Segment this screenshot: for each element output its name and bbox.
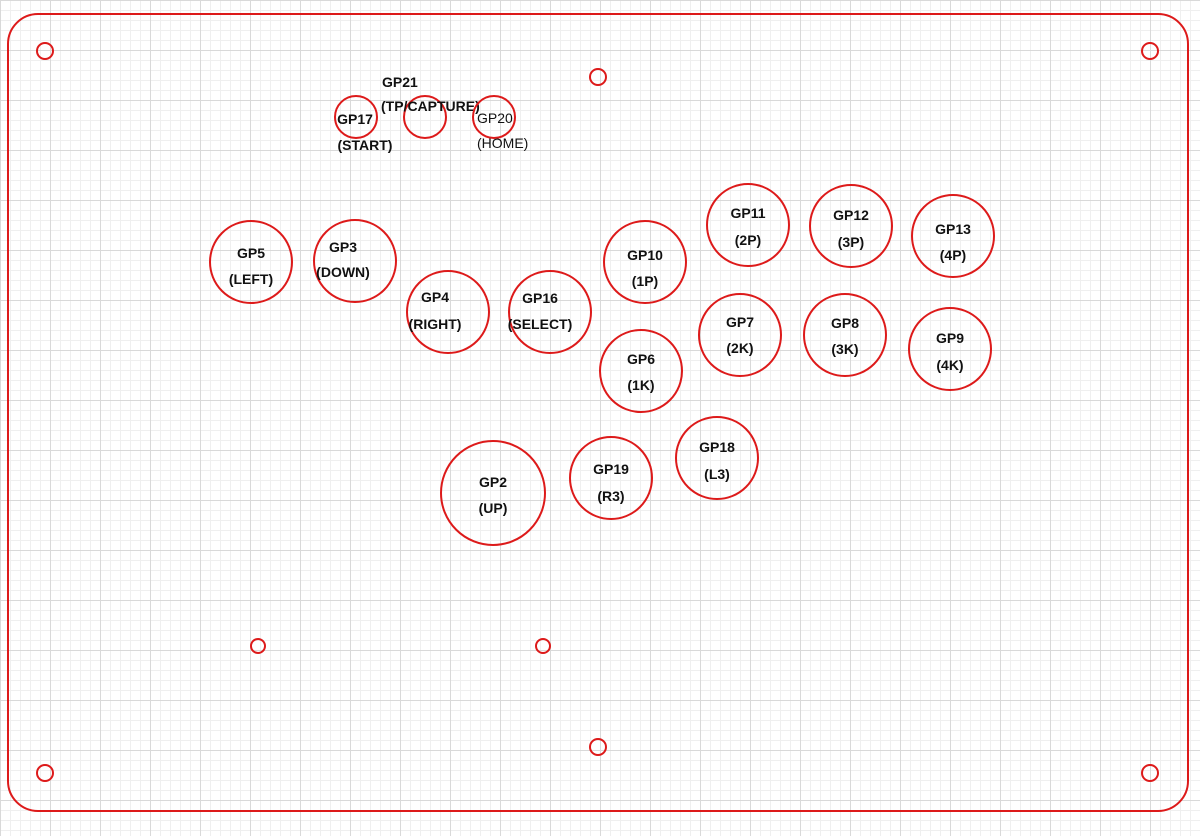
small-button-gp17: GP17 (START) — [334, 95, 393, 153]
button-gp9: GP9 (4K) — [908, 307, 992, 391]
button-pin-label: GP3 — [329, 239, 357, 255]
button-gp18: GP18 (L3) — [675, 416, 759, 500]
button-circle — [209, 220, 293, 304]
button-function-label: (DOWN) — [316, 264, 370, 280]
button-gp10: GP10 (1P) — [603, 220, 687, 304]
button-pin-label: GP18 — [699, 439, 735, 455]
small-button-circle — [472, 95, 516, 139]
mounting-hole — [250, 638, 266, 654]
button-circle — [803, 293, 887, 377]
mounting-hole — [535, 638, 551, 654]
mounting-holes — [36, 42, 1159, 782]
button-gp3: GP3 (DOWN) — [313, 219, 397, 303]
button-pin-label: GP16 — [522, 290, 558, 306]
button-gp19: GP19 (R3) — [569, 436, 653, 520]
button-gp16: GP16 (SELECT) — [508, 270, 592, 354]
button-gp2: GP2 (UP) — [440, 440, 546, 546]
button-gp8: GP8 (3K) — [803, 293, 887, 377]
small-button-function-label: (TP/CAPTURE) — [381, 98, 480, 114]
button-pin-label: GP12 — [833, 207, 869, 223]
button-function-label: (LEFT) — [229, 271, 273, 287]
button-pin-label: GP8 — [831, 315, 859, 331]
small-button-circle — [403, 95, 447, 139]
mounting-hole — [36, 42, 54, 60]
small-button-pin-label: GP20 — [477, 110, 513, 126]
small-button-gp20: GP20 (HOME) — [472, 95, 528, 151]
button-function-label: (UP) — [479, 500, 508, 516]
button-function-label: (L3) — [704, 466, 730, 482]
button-gp6: GP6 (1K) — [599, 329, 683, 413]
board-outline — [7, 13, 1189, 812]
button-pin-label: GP5 — [237, 245, 265, 261]
button-function-label: (3P) — [838, 234, 864, 250]
button-function-label: (R3) — [597, 488, 624, 504]
button-pin-label: GP4 — [421, 289, 449, 305]
button-function-label: (1K) — [627, 377, 654, 393]
button-circle — [706, 183, 790, 267]
small-buttons-group: GP17 (START) GP21 (TP/CAPTURE)GP20 (HOME) — [334, 74, 528, 153]
small-button-gp21: GP21 (TP/CAPTURE) — [381, 74, 480, 139]
button-gp13: GP13 (4P) — [911, 194, 995, 278]
button-function-label: (2K) — [726, 340, 753, 356]
button-gp5: GP5 (LEFT) — [209, 220, 293, 304]
button-circle — [809, 184, 893, 268]
mounting-hole — [1141, 764, 1159, 782]
button-function-label: (4K) — [936, 357, 963, 373]
buttons-group: GP5 (LEFT) GP3 (DOWN) GP4 (RIGHT) GP16 (SELECT)… — [209, 183, 995, 546]
button-gp12: GP12 (3P) — [809, 184, 893, 268]
small-button-pin-label: GP17 — [337, 111, 373, 127]
button-circle — [675, 416, 759, 500]
mounting-hole — [1141, 42, 1159, 60]
button-function-label: (SELECT) — [508, 316, 573, 332]
button-circle — [313, 219, 397, 303]
mounting-hole — [36, 764, 54, 782]
button-pin-label: GP11 — [730, 205, 765, 221]
button-gp11: GP11 (2P) — [706, 183, 790, 267]
button-gp7: GP7 (2K) — [698, 293, 782, 377]
small-button-circle — [334, 95, 378, 139]
small-button-pin-label: GP21 — [382, 74, 418, 90]
mounting-hole — [589, 68, 607, 86]
small-button-function-label: (START) — [338, 137, 393, 153]
button-pin-label: GP10 — [627, 247, 663, 263]
button-function-label: (4P) — [940, 247, 966, 263]
button-circle — [698, 293, 782, 377]
button-circle — [406, 270, 490, 354]
button-circle — [603, 220, 687, 304]
button-function-label: (1P) — [632, 273, 658, 289]
button-circle — [908, 307, 992, 391]
button-function-label: (2P) — [735, 232, 761, 248]
button-function-label: (RIGHT) — [409, 316, 462, 332]
button-pin-label: GP9 — [936, 330, 964, 346]
button-circle — [911, 194, 995, 278]
button-pin-label: GP19 — [593, 461, 629, 477]
button-pin-label: GP2 — [479, 474, 507, 490]
button-function-label: (3K) — [831, 341, 858, 357]
button-circle — [440, 440, 546, 546]
small-button-function-label: (HOME) — [477, 135, 528, 151]
button-circle — [599, 329, 683, 413]
button-gp4: GP4 (RIGHT) — [406, 270, 490, 354]
button-circle — [508, 270, 592, 354]
button-pin-label: GP13 — [935, 221, 971, 237]
button-pin-label: GP6 — [627, 351, 655, 367]
mounting-hole — [589, 738, 607, 756]
button-pin-label: GP7 — [726, 314, 754, 330]
button-circle — [569, 436, 653, 520]
